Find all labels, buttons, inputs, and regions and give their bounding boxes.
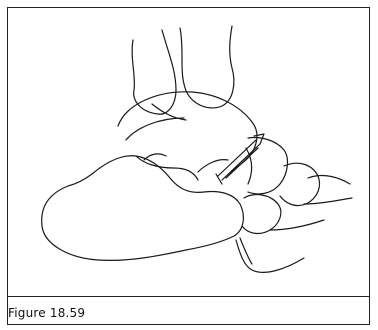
foot-bones-drawing — [8, 8, 369, 296]
caption-divider — [8, 296, 369, 297]
talus — [118, 92, 257, 174]
fifth-metatarsal-base — [236, 240, 304, 272]
tibia-outline — [180, 26, 234, 108]
cuboid-lower-edge — [240, 238, 252, 264]
cuneiform-outline — [280, 163, 320, 205]
navicular-region — [216, 134, 287, 194]
fibula-outline — [132, 30, 176, 114]
calcaneus-outline — [42, 156, 244, 261]
talus-outline — [118, 92, 257, 174]
foot-bones-illustration — [8, 8, 369, 296]
talus-dome — [126, 118, 184, 140]
navicular-outline — [248, 138, 287, 194]
metatarsal-base-upper — [308, 176, 350, 184]
cuboid-outline — [242, 195, 281, 234]
leg-bones — [132, 26, 234, 120]
figure-frame: Figure 18.59 — [7, 7, 370, 325]
implant-wire-b — [222, 144, 260, 180]
midfoot-bones — [236, 163, 352, 272]
implant-head — [254, 134, 264, 144]
calcaneus — [42, 154, 244, 260]
calcaneus-sustentaculum — [136, 156, 198, 180]
figure-caption: Figure 18.59 — [8, 306, 85, 320]
